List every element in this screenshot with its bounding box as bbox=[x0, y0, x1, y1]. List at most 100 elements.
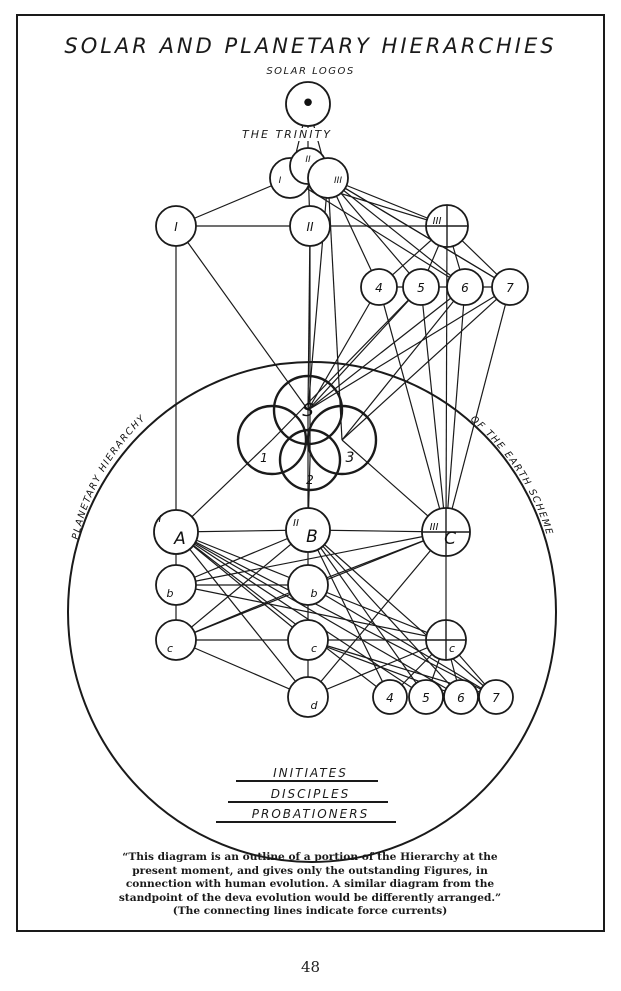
force-current-line bbox=[341, 286, 466, 441]
node-Ac: c bbox=[155, 619, 197, 661]
node-Cc: c bbox=[425, 619, 467, 661]
node-m7: 7 bbox=[478, 679, 514, 715]
force-current-line bbox=[327, 177, 422, 288]
legend-disciples: DISCIPLES bbox=[270, 787, 351, 801]
legend-underline bbox=[216, 821, 396, 823]
node-B: BII bbox=[285, 507, 331, 553]
node-Bb: b bbox=[287, 564, 329, 606]
force-current-line bbox=[175, 529, 309, 586]
force-current-line bbox=[175, 529, 309, 641]
node-label: I bbox=[174, 220, 178, 234]
force-current-line bbox=[341, 286, 511, 441]
node-label: c bbox=[449, 642, 455, 655]
node-circle bbox=[285, 507, 331, 553]
node-circle bbox=[307, 157, 349, 199]
node-circle bbox=[306, 404, 378, 476]
node-s4: 4 bbox=[360, 268, 398, 306]
page-border bbox=[16, 14, 605, 932]
node-label: II bbox=[305, 155, 311, 165]
force-current-line bbox=[445, 286, 466, 533]
node-Bc: c bbox=[287, 619, 329, 661]
node-label: 7 bbox=[492, 691, 500, 705]
node-label: 5 bbox=[417, 281, 425, 295]
node-label: C bbox=[444, 529, 456, 549]
node-circle bbox=[289, 205, 331, 247]
node-s3: III bbox=[425, 204, 469, 248]
node-s1: I bbox=[155, 205, 197, 247]
node-label: b bbox=[311, 587, 318, 600]
force-current-line bbox=[175, 531, 427, 698]
node-circle bbox=[408, 679, 444, 715]
force-current-line bbox=[175, 531, 447, 586]
force-current-line bbox=[307, 286, 380, 411]
node-circle bbox=[236, 404, 308, 476]
force-current-line bbox=[175, 584, 447, 641]
node-m5: 5 bbox=[408, 679, 444, 715]
node-m4: 4 bbox=[372, 679, 408, 715]
node-label: c bbox=[311, 642, 317, 655]
node-circle bbox=[155, 205, 197, 247]
legend-underline bbox=[236, 780, 378, 782]
node-circle bbox=[360, 268, 398, 306]
node-circle bbox=[443, 679, 479, 715]
node-label: A bbox=[173, 529, 186, 549]
node-circle bbox=[285, 81, 331, 127]
trinity-label: THE TRINITY bbox=[240, 128, 334, 141]
node-circle bbox=[287, 619, 329, 661]
node-label: 2 bbox=[306, 473, 314, 487]
solar-logos-label: SOLAR LOGOS bbox=[266, 66, 355, 77]
force-current-line bbox=[307, 529, 497, 698]
node-circle bbox=[478, 679, 514, 715]
node-m6: 6 bbox=[443, 679, 479, 715]
node-label: d bbox=[311, 699, 319, 712]
force-current-line bbox=[175, 584, 309, 641]
arc-label-right-text: OF THE EARTH SCHEME bbox=[468, 414, 553, 537]
node-label: c bbox=[167, 642, 173, 655]
node-s6: 6 bbox=[446, 268, 484, 306]
force-current-line bbox=[307, 529, 427, 698]
node-circle bbox=[402, 268, 440, 306]
caption-line: standpoint of the deva evolution would b… bbox=[118, 891, 502, 904]
node-ray-number: III bbox=[430, 522, 439, 533]
node-ray-number: II bbox=[293, 518, 299, 529]
node-s2: II bbox=[289, 205, 331, 247]
legend-probationers: PROBATIONERS bbox=[251, 807, 370, 821]
node-label: b bbox=[167, 587, 174, 600]
legend-underline bbox=[228, 801, 388, 803]
node-circle bbox=[287, 676, 329, 718]
arc-label-left: PLANETARY HIERARCHY bbox=[70, 413, 148, 541]
node-label: II bbox=[306, 220, 314, 234]
node-label: 3 bbox=[346, 450, 355, 466]
node-circle bbox=[491, 268, 529, 306]
node-label: III bbox=[334, 176, 342, 186]
node-circle bbox=[446, 268, 484, 306]
force-current-line bbox=[307, 286, 422, 411]
legend-initiates: INITIATES bbox=[273, 766, 348, 780]
arc-label-left-text: PLANETARY HIERARCHY bbox=[70, 413, 146, 541]
force-current-line bbox=[307, 286, 466, 411]
force-current-line bbox=[175, 531, 391, 698]
force-current-line bbox=[445, 286, 511, 533]
force-current-line bbox=[175, 531, 309, 698]
force-current-line bbox=[420, 286, 447, 533]
node-label: III bbox=[433, 216, 442, 227]
node-p1: 1 bbox=[236, 404, 308, 476]
node-label: I bbox=[279, 176, 282, 186]
node-p3: 3 bbox=[306, 404, 378, 476]
node-A: AI bbox=[153, 509, 199, 555]
page-title: SOLAR AND PLANETARY HIERARCHIES bbox=[64, 34, 557, 58]
node-C: C III bbox=[421, 507, 471, 557]
node-circle bbox=[153, 509, 199, 555]
node-t3: III bbox=[307, 157, 349, 199]
force-current-line bbox=[175, 531, 309, 641]
node-s7: 7 bbox=[491, 268, 529, 306]
node-label: 6 bbox=[457, 691, 465, 705]
arc-label-right: OF THE EARTH SCHEME bbox=[468, 414, 555, 537]
force-current-line bbox=[307, 584, 447, 641]
force-current-line bbox=[378, 286, 447, 533]
caption-line: “This diagram is an outline of a portion… bbox=[122, 851, 498, 863]
force-current-line bbox=[175, 531, 309, 586]
force-current-line bbox=[327, 177, 466, 288]
force-current-line bbox=[175, 531, 497, 698]
